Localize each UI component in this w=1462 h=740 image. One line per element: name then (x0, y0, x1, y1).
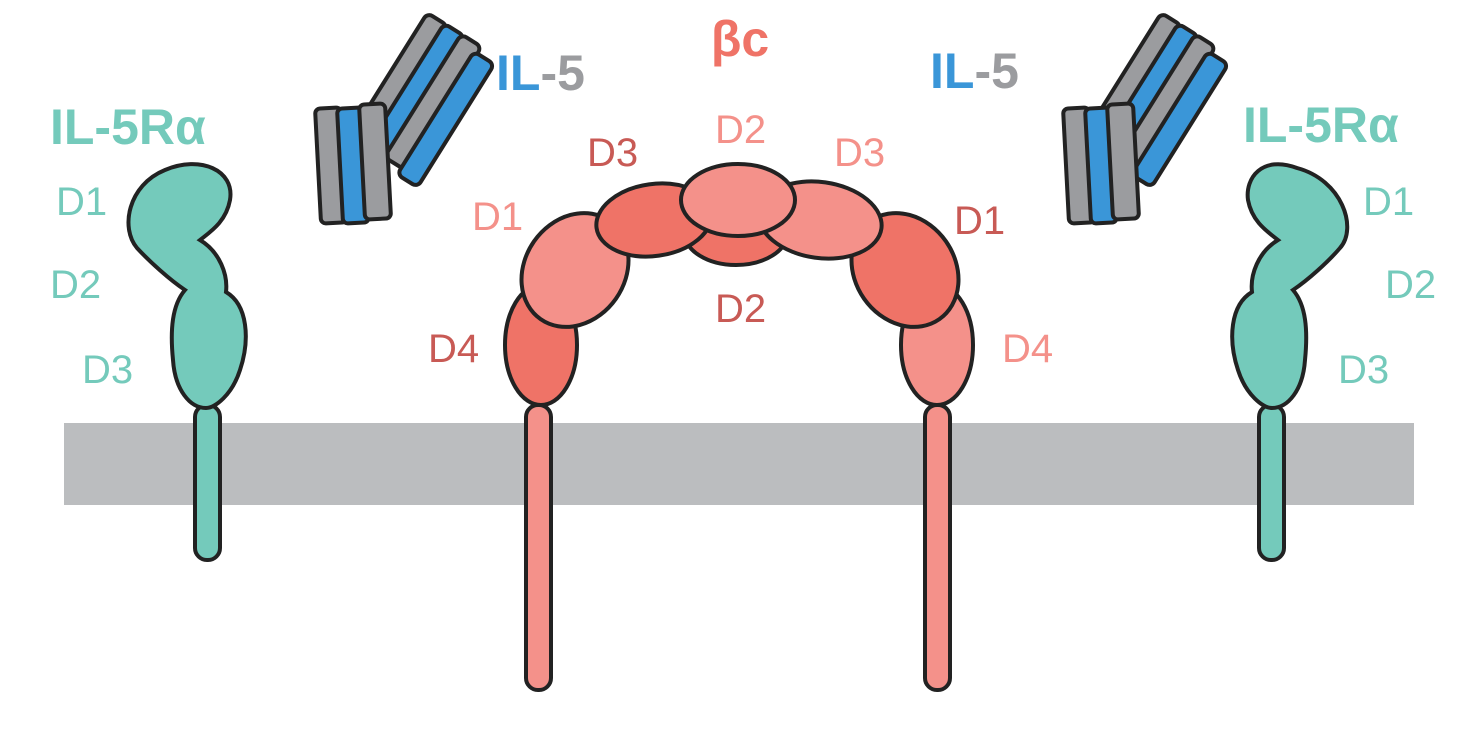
beta-top-d2-label: D2 (715, 108, 766, 152)
beta-c-dimer (503, 162, 975, 692)
il5ra-right (1230, 162, 1350, 562)
il5-left-il: IL (496, 45, 540, 101)
beta-left-d4-label: D4 (428, 327, 479, 371)
beta-right-stalk (923, 403, 952, 692)
beta-left-d1-label: D1 (472, 195, 523, 239)
beta-right-d3-label: D3 (834, 131, 885, 175)
il5ra-left (126, 162, 248, 562)
il5ra-left-d3-label: D3 (82, 348, 133, 392)
beta-middle-d2-label: D2 (715, 287, 766, 331)
il5-left-dash5: -5 (540, 45, 584, 101)
il5ra-right-extracellular (1230, 162, 1350, 411)
il5-right-title: IL-5 (930, 43, 1019, 99)
il5ra-left-title: IL-5Rα (50, 99, 206, 155)
il5-right-dash5: -5 (974, 43, 1018, 99)
beta-right-d4-label: D4 (1002, 327, 1053, 371)
il5ra-left-extracellular (126, 162, 248, 411)
il5-left-title: IL-5 (496, 45, 585, 101)
il5ra-right-d1-label: D1 (1363, 180, 1414, 224)
beta-right-d1-label: D1 (954, 199, 1005, 243)
il5-right (1061, 13, 1229, 226)
il5-right-il: IL (930, 43, 974, 99)
il5ra-left-d1-label: D1 (56, 180, 107, 224)
il5ra-left-stalk (193, 403, 222, 562)
il5ra-right-stalk (1257, 403, 1286, 562)
il5-left (313, 13, 495, 226)
beta-left-d3-label: D3 (587, 131, 638, 175)
cell-membrane (64, 423, 1414, 505)
il5ra-left-d2-label: D2 (50, 263, 101, 307)
beta-c-title: βc (711, 11, 769, 67)
il5ra-right-d3-label: D3 (1338, 348, 1389, 392)
beta-left-stalk (524, 403, 553, 692)
beta-upper-d2 (679, 162, 797, 238)
il5ra-right-title: IL-5Rα (1243, 97, 1399, 153)
il5ra-right-d2-label: D2 (1385, 263, 1436, 307)
